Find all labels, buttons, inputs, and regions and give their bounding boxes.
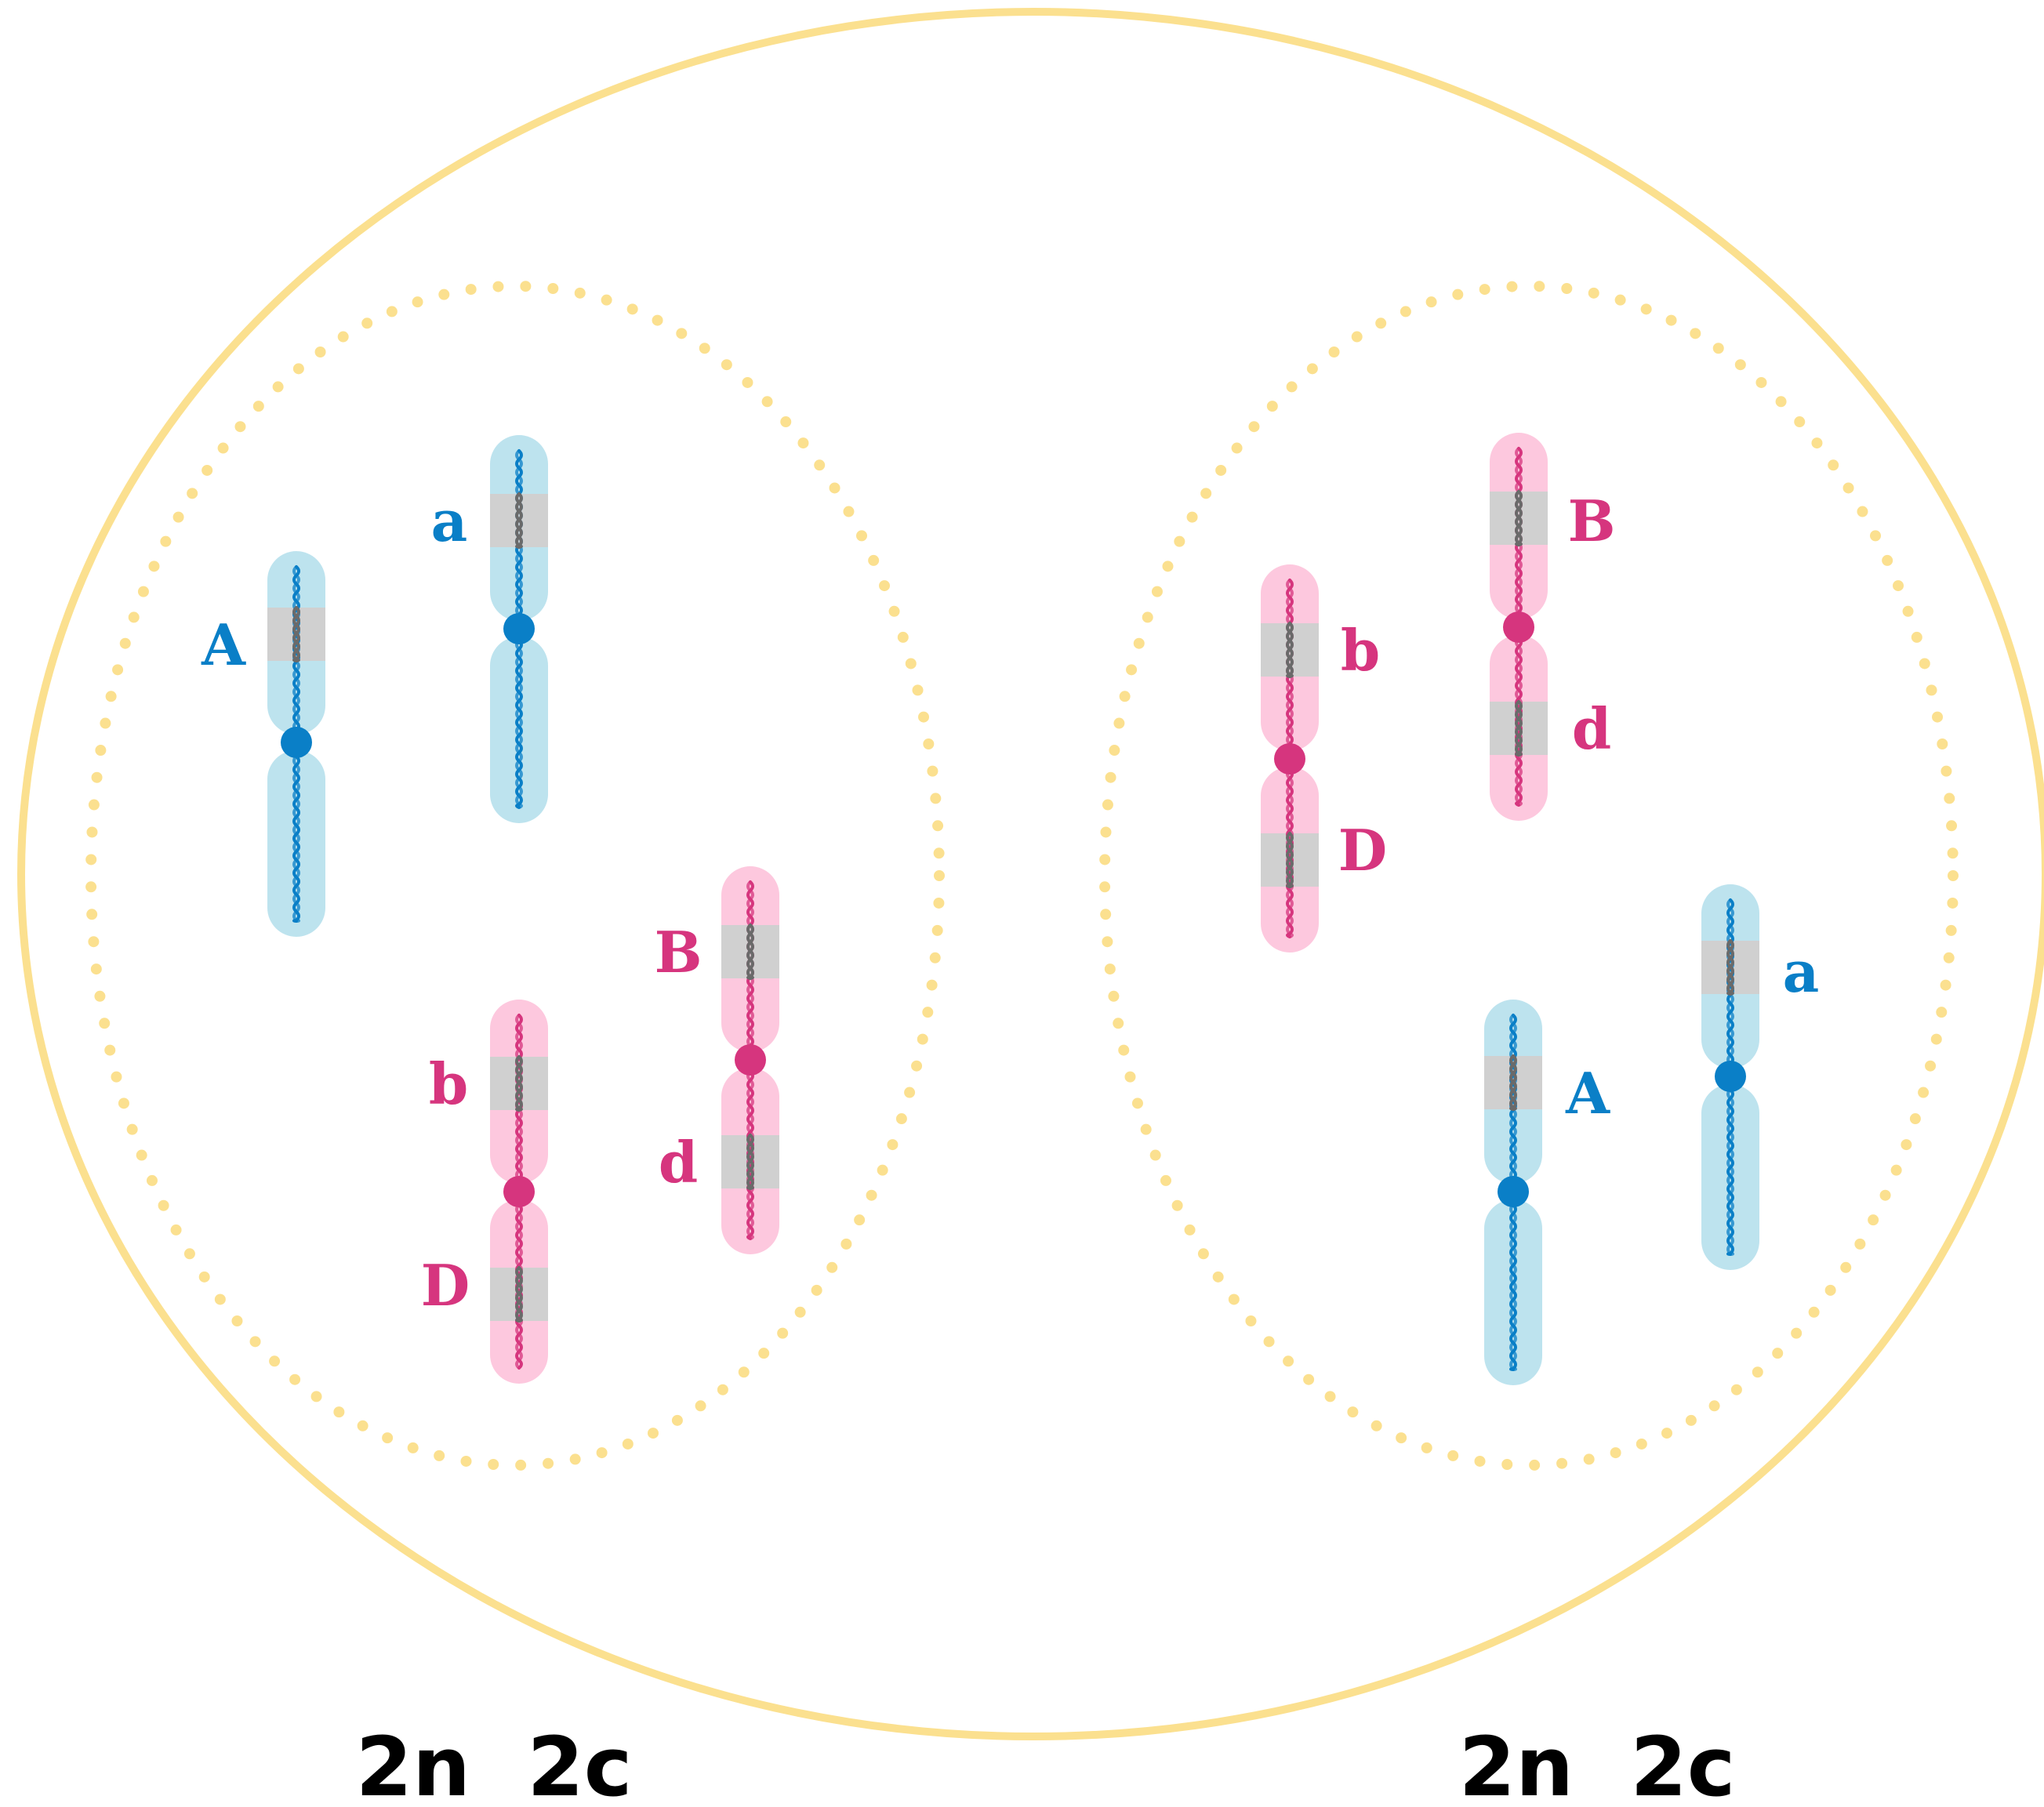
centromere [281, 727, 312, 758]
dna-strand-band [1515, 700, 1523, 757]
gene-label-d-right: d [1572, 695, 1611, 762]
gene-label-A-left: A [201, 611, 246, 678]
gene-label-a-right: a [1783, 938, 1820, 1005]
centromere [735, 1044, 766, 1076]
gene-labels-right: b D B d A a [1338, 488, 1820, 1127]
chromosome-right-bD [1261, 564, 1319, 952]
dna-strand-band [515, 492, 523, 549]
ploidy-label-right: 2n 2c [1459, 1719, 1736, 1807]
gene-label-a-left: a [431, 488, 468, 554]
chromosome-right-A [1484, 1000, 1542, 1385]
chromosome-left-bD [490, 1000, 548, 1384]
gene-labels-left: A a b D B d [201, 488, 702, 1319]
centromere [503, 613, 535, 644]
centromere [1503, 611, 1534, 643]
gene-label-b-right: b [1341, 617, 1380, 684]
centromere [503, 1176, 535, 1207]
cell-membrane [17, 8, 2044, 1740]
dna-strand-band [746, 923, 754, 980]
gene-label-D-left: D [421, 1252, 470, 1319]
dna-strand-band [515, 1266, 523, 1323]
gene-label-d-left: d [659, 1129, 698, 1196]
gene-label-B-left: B [655, 919, 703, 985]
ploidy-label-left: 2n 2c [356, 1719, 633, 1807]
chromosome-arm-lower [490, 637, 548, 823]
gene-label-A-right: A [1565, 1060, 1610, 1127]
centromere [1715, 1061, 1746, 1092]
dna-strand-band [515, 1055, 523, 1112]
chromosome-right-Bd [1490, 433, 1548, 821]
gene-label-B-right: B [1568, 488, 1616, 554]
dna-strand-band [1509, 1054, 1517, 1111]
dna-strand-band [1286, 832, 1294, 888]
dna-strand-band [1286, 622, 1294, 678]
nucleus-left [85, 281, 945, 1471]
chromosome-left-A [267, 551, 325, 937]
dna-strand-band [292, 606, 300, 662]
dna-strand-band [1515, 490, 1523, 546]
centromere [1274, 743, 1305, 775]
chromosome-left-Bd [721, 866, 779, 1254]
nucleus-right [1099, 281, 1959, 1471]
gene-label-D-right: D [1338, 817, 1387, 884]
chromosome-right-a [1701, 884, 1759, 1270]
dna-strand-band [1726, 939, 1734, 996]
dna-strand-band [746, 1134, 754, 1190]
chromosome-left-a [490, 435, 548, 823]
gene-label-b-left: b [429, 1050, 468, 1117]
chromosomes-layer [267, 433, 1759, 1385]
centromere [1498, 1176, 1529, 1207]
